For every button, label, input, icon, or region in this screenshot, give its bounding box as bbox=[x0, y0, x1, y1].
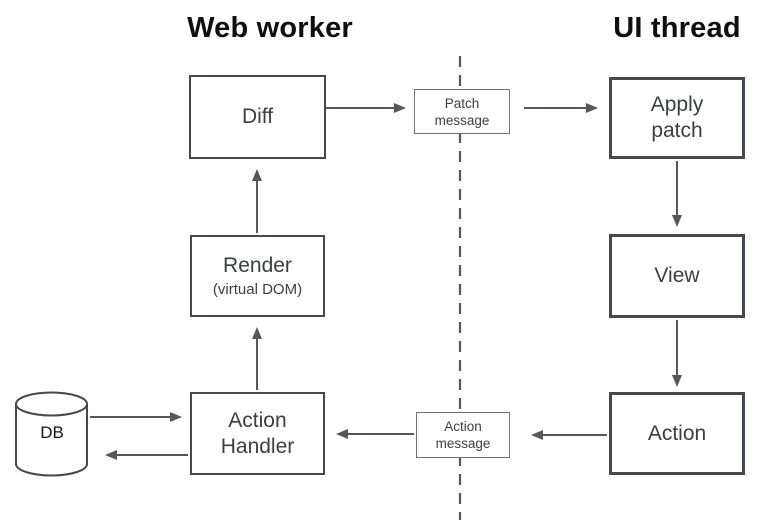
node-diff-label: Diff bbox=[241, 105, 274, 128]
lane-title-ui-thread: UI thread bbox=[613, 12, 741, 44]
db-cylinder-body bbox=[15, 404, 88, 477]
node-action-message-label: Action message bbox=[435, 419, 491, 451]
node-render: Render (virtual DOM) bbox=[190, 235, 325, 317]
node-apply-patch: Apply patch bbox=[609, 77, 745, 159]
node-action-handler: Action Handler bbox=[190, 392, 325, 475]
node-apply-patch-label: Apply patch bbox=[650, 93, 704, 142]
node-action: Action bbox=[609, 392, 745, 475]
node-action-handler-label: Action Handler bbox=[220, 408, 295, 458]
node-view-label: View bbox=[654, 264, 700, 287]
db-cylinder-shape bbox=[15, 391, 88, 477]
node-db-label: DB bbox=[40, 423, 64, 442]
node-action-message: Action message bbox=[416, 412, 510, 458]
arrows bbox=[90, 103, 682, 460]
node-action-label: Action bbox=[647, 421, 707, 445]
node-patch-message-label: Patch message bbox=[434, 95, 490, 128]
node-diff: Diff bbox=[189, 75, 326, 159]
lane-title-web-worker: Web worker bbox=[187, 12, 353, 44]
node-patch-message: Patch message bbox=[414, 89, 510, 134]
node-render-label: Render bbox=[223, 254, 292, 277]
node-view: View bbox=[609, 234, 745, 318]
node-render-sublabel: (virtual DOM) bbox=[212, 281, 303, 298]
db-cylinder-top bbox=[15, 391, 88, 417]
